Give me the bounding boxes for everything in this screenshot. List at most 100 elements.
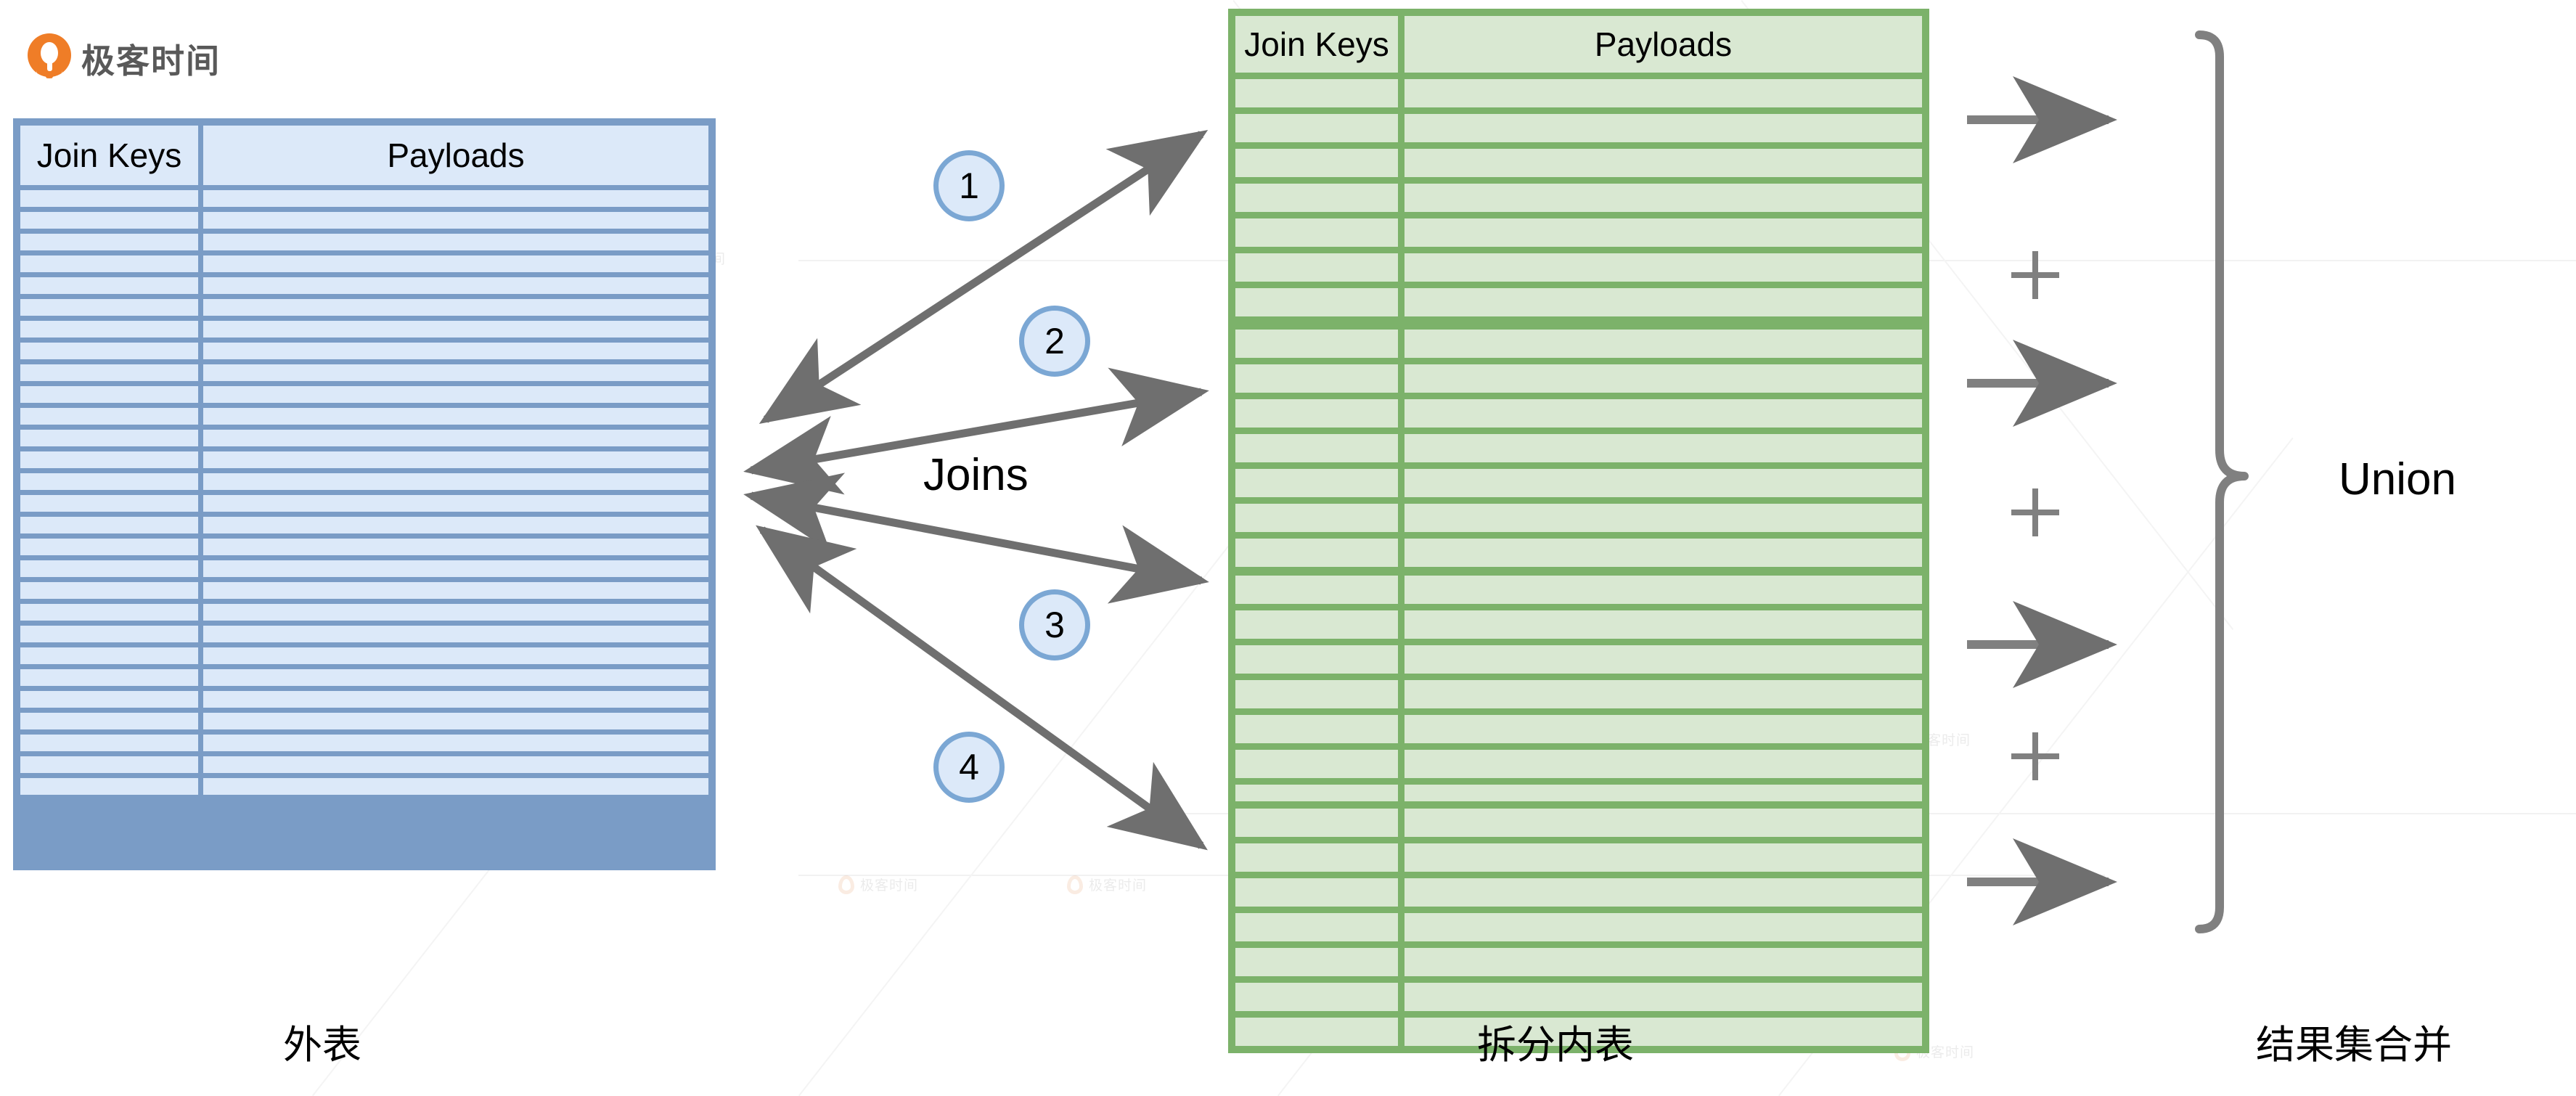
union-label: Union [2339,454,2456,504]
cell-payload [203,626,708,642]
table-row [1235,114,1922,142]
inner-table-2 [1228,322,1929,574]
cell-payload [203,539,708,555]
table-row [1235,715,1922,743]
step-circle-1[interactable]: 1 [933,150,1005,221]
cell-payload [1404,469,1922,497]
cell-payload [203,691,708,708]
step-circle-2[interactable]: 2 [1019,306,1090,377]
table-row [20,778,708,795]
table-row [20,669,708,686]
cell-join-key [1235,715,1398,743]
table-row [20,190,708,207]
cell-payload [203,451,708,468]
cell-join-key [20,473,198,490]
cell-join-key [1235,330,1398,358]
watermark-text: 极客时间 [1089,878,1148,893]
cell-join-key [20,691,198,708]
cell-join-key [20,647,198,664]
cell-payload [1404,983,1922,1011]
table-row [20,277,708,294]
cell-join-key [1235,878,1398,907]
cell-payload [1404,948,1922,976]
outer-table: Join Keys Payloads [13,118,716,870]
cell-join-key [20,756,198,773]
cell-join-key [1235,184,1398,212]
cell-join-key [20,778,198,795]
caption-inner-tables: 拆分内表 [1477,1022,1634,1068]
column-header-join-keys: Join Keys [20,126,198,185]
table-row [20,560,708,577]
cell-join-key [20,713,198,729]
table-row [20,364,708,381]
table-row [20,430,708,446]
cell-join-key [1235,149,1398,177]
cell-join-key [1235,114,1398,142]
right-curly-brace-icon [2195,30,2249,933]
cell-payload [203,321,708,338]
cell-payload [203,582,708,599]
table-row [1235,253,1922,282]
cell-join-key [1235,645,1398,674]
table-row [20,604,708,621]
cell-payload [1404,504,1922,532]
table-row [1235,576,1922,604]
cell-payload [203,364,708,381]
brand-logo: 极客时间 [28,33,221,84]
cell-payload [1404,399,1922,428]
cell-join-key [20,517,198,533]
cell-join-key [20,735,198,751]
table-row [20,408,708,425]
cell-payload [203,647,708,664]
cell-join-key [1235,948,1398,976]
cell-payload [1404,149,1922,177]
cell-join-key [1235,539,1398,567]
inner-table-3 [1228,568,1929,820]
cell-join-key [1235,750,1398,778]
cell-join-key [20,604,198,621]
cell-join-key [1235,913,1398,941]
table-header-row: Join Keys Payloads [1235,16,1922,73]
cell-join-key [20,343,198,359]
step-circle-3[interactable]: 3 [1019,589,1090,661]
cell-payload [1404,809,1922,837]
cell-payload [203,473,708,490]
cell-payload [1404,576,1922,604]
cell-payload [1404,750,1922,778]
table-row [1235,504,1922,532]
step-circle-4[interactable]: 4 [933,732,1005,803]
cell-payload [1404,218,1922,247]
table-row [1235,184,1922,212]
cell-join-key [20,190,198,207]
cell-payload [203,430,708,446]
watermark-text: 极客时间 [860,878,919,893]
cell-payload [203,756,708,773]
cell-payload [203,234,708,250]
cell-join-key [20,451,198,468]
cell-payload [1404,843,1922,872]
cell-payload [203,495,708,512]
cell-join-key [20,669,198,686]
cell-payload [203,735,708,751]
cell-join-key [20,277,198,294]
table-row [1235,809,1922,837]
cell-payload [1404,114,1922,142]
cell-join-key [20,430,198,446]
table-row [1235,983,1922,1011]
cell-join-key [20,299,198,316]
cell-join-key [1235,983,1398,1011]
table-row [20,582,708,599]
table-row [20,647,708,664]
cell-payload [1404,184,1922,212]
cell-payload [1404,645,1922,674]
plus-icon [2011,488,2059,536]
cell-join-key [20,495,198,512]
cell-join-key [1235,364,1398,393]
cell-join-key [20,255,198,272]
cell-join-key [1235,79,1398,107]
cell-payload [203,386,708,403]
table-row [20,691,708,708]
table-row [1235,913,1922,941]
table-row [1235,750,1922,778]
